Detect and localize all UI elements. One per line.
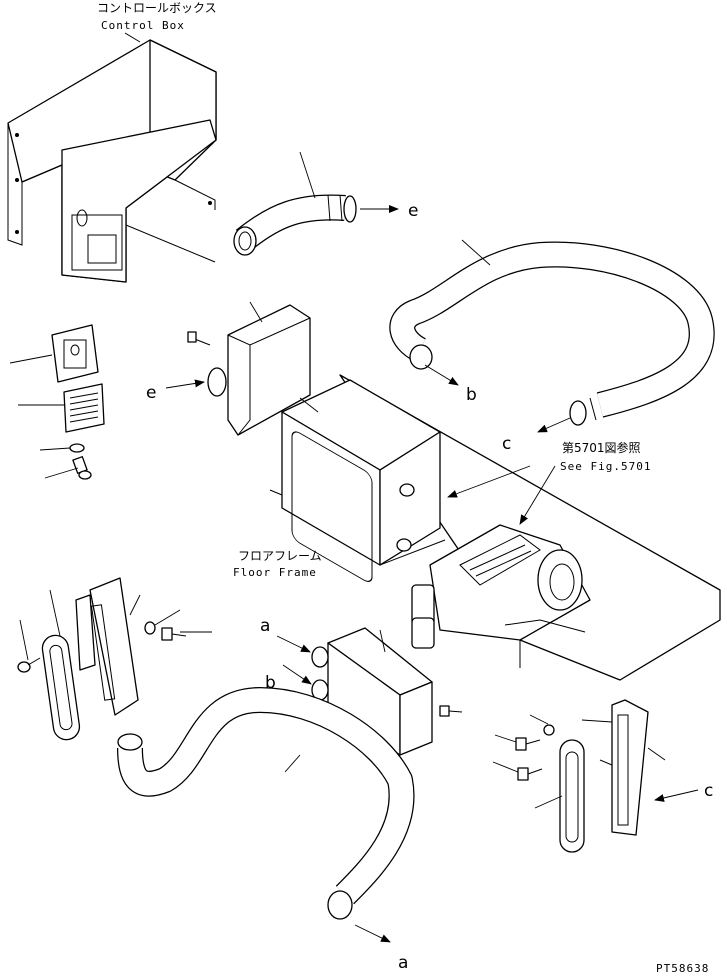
callout-e-top: e xyxy=(408,201,418,221)
duct-panel-left-part xyxy=(75,577,139,716)
floor-frame-label-en: Floor Frame xyxy=(233,566,317,579)
duct-hose-b-c xyxy=(389,241,715,426)
see-fig-label-en: See Fig.5701 xyxy=(560,460,651,473)
cover-plate-part xyxy=(51,324,99,383)
control-box-part xyxy=(7,39,217,283)
duct-panel-right-part xyxy=(581,699,649,836)
control-box-leader xyxy=(124,32,141,43)
washer-left-part xyxy=(144,621,156,635)
washer-left-leader xyxy=(154,609,181,626)
heater-top-leader xyxy=(299,397,319,413)
blower-unit-part xyxy=(411,524,591,668)
see-fig-label-jp: 第5701図参照 xyxy=(562,440,641,455)
duct-hose-e-top xyxy=(233,194,357,256)
u-duct-leader xyxy=(461,239,491,266)
heater-box-part xyxy=(269,379,446,582)
screw-part xyxy=(72,456,92,480)
floor-frame-label-jp: フロアフレーム xyxy=(238,549,322,563)
panel-left-leader xyxy=(129,594,141,616)
drawing-number: PT58638 xyxy=(656,962,709,975)
control-box-label-jp: コントロールボックス xyxy=(97,1,217,15)
washer-part xyxy=(69,443,85,453)
arrow-to-c-top xyxy=(537,417,571,433)
callout-b-mid: b xyxy=(265,673,276,693)
arrow-to-b-top xyxy=(424,364,459,386)
cover-plate-leader xyxy=(9,354,53,364)
arrow-from-a-mid xyxy=(276,635,311,653)
screw-left-part xyxy=(17,657,41,673)
hose-a-leader xyxy=(284,754,301,773)
arrow-from-b-mid xyxy=(282,664,312,685)
arrow-to-a-bottom xyxy=(354,924,391,943)
bolts-right-part xyxy=(515,724,555,781)
bolt-small-part xyxy=(187,331,211,346)
vent-left-leader xyxy=(49,589,61,637)
see-fig-arrow-2 xyxy=(519,465,556,525)
callout-c-top: c xyxy=(502,434,511,454)
panel-right-leader xyxy=(647,747,666,761)
vent-right-leader xyxy=(534,795,563,809)
callout-c-right: c xyxy=(704,781,713,801)
grille-part xyxy=(63,383,105,433)
callout-a-bottom: a xyxy=(398,953,408,973)
bolt-right-leader-2 xyxy=(492,761,519,773)
junction-box-leader xyxy=(379,629,386,653)
junction-box-part xyxy=(311,627,433,756)
vent-nozzle-left-part xyxy=(41,634,81,741)
screw-leader xyxy=(44,467,79,479)
bolt-right-leader-1 xyxy=(494,734,517,743)
callout-e-left: e xyxy=(146,383,156,403)
control-box-label-en: Control Box xyxy=(101,19,185,32)
callout-a-mid: a xyxy=(260,616,270,636)
arrow-from-e-left xyxy=(165,379,205,389)
callout-b-top: b xyxy=(466,385,477,405)
adaptor-leader xyxy=(249,301,263,323)
vent-nozzle-right-part xyxy=(559,739,585,853)
bolt-left-part xyxy=(161,627,187,641)
washer-right-leader xyxy=(529,714,549,725)
bolt-mid-part xyxy=(439,705,463,717)
screw-left-leader xyxy=(19,619,29,661)
arrow-from-c-right xyxy=(654,789,699,802)
washer-leader xyxy=(39,447,71,451)
duct-hose-a-bottom xyxy=(117,687,415,920)
duct-adaptor-part xyxy=(207,304,311,436)
hose-e-leader xyxy=(299,151,316,199)
see-fig-arrow-1 xyxy=(447,465,531,498)
